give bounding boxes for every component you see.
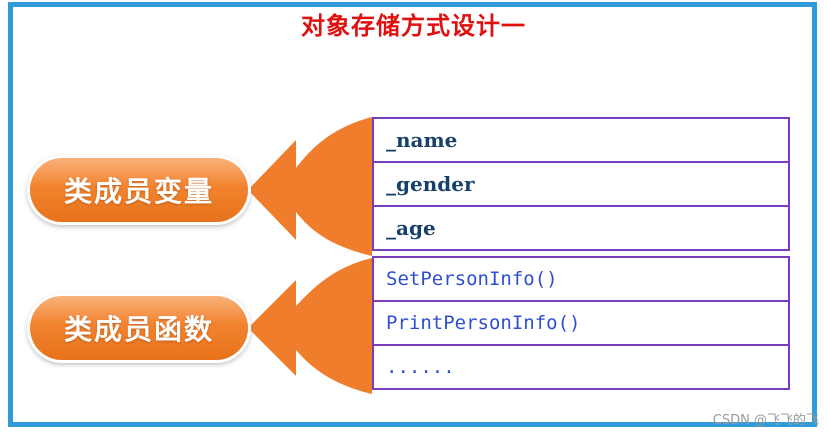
function-cell-set-person-info: SetPersonInfo(): [372, 256, 790, 302]
member-variables-label: 类成员变量: [30, 158, 248, 222]
member-functions-label: 类成员函数: [30, 296, 248, 360]
member-variables-table: _name _gender _age: [372, 117, 790, 251]
function-cell-print-person-info: PrintPersonInfo(): [372, 300, 790, 346]
function-cell-ellipsis: ......: [372, 344, 790, 390]
member-functions-table: SetPersonInfo() PrintPersonInfo() ......: [372, 256, 790, 390]
variable-cell-name: _name: [372, 117, 790, 163]
variable-cell-age: _age: [372, 205, 790, 251]
functions-arrow: [248, 258, 372, 394]
diagram-title: 对象存储方式设计一: [301, 11, 526, 40]
variable-cell-gender: _gender: [372, 161, 790, 207]
variables-arrow: [248, 117, 372, 256]
watermark: CSDN @飞飞的飞: [712, 413, 819, 428]
